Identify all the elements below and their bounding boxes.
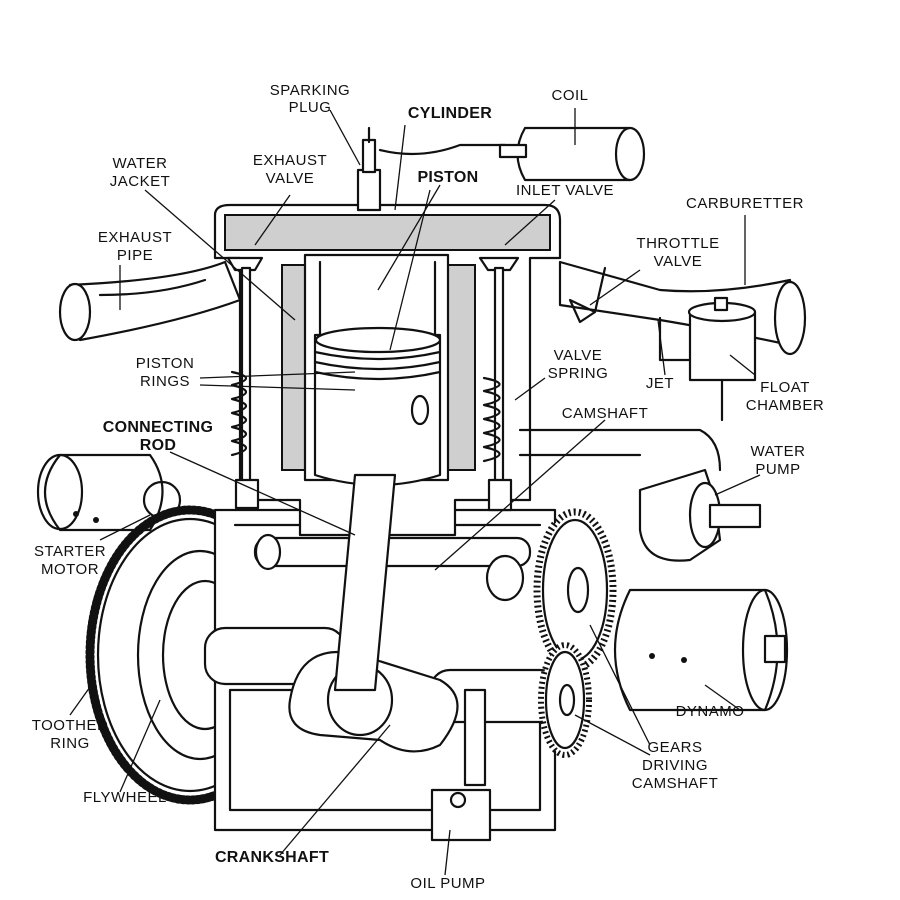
label-starter-motor-line2: MOTOR [41, 561, 99, 578]
sparking-plug [356, 126, 507, 212]
label-oil-pump: OIL PUMP [410, 875, 485, 892]
coil [498, 126, 646, 182]
label-sparking-plug-line2: PLUG [289, 99, 332, 116]
label-toothed-ring-line1: TOOTHED [32, 717, 109, 734]
label-throttle-valve-line1: THROTTLE [636, 235, 719, 252]
label-sparking-plug-line1: SPARKING [270, 82, 350, 99]
label-exhaust-pipe-line1: EXHAUST [98, 229, 172, 246]
label-camshaft: CAMSHAFT [562, 405, 649, 422]
oil-pump [430, 688, 492, 842]
labels: SPARKING PLUG CYLINDER COIL WATER JACKET… [32, 82, 825, 892]
exhaust-pipe [58, 260, 242, 342]
label-valve-spring-line1: VALVE [554, 347, 603, 364]
carburetter [558, 260, 807, 422]
water-pump [518, 428, 762, 562]
label-water-jacket-line2: JACKET [110, 173, 171, 190]
label-connecting-rod-line1: CONNECTING [103, 419, 214, 436]
label-exhaust-valve-line2: VALVE [266, 170, 315, 187]
label-coil: COIL [551, 87, 588, 104]
label-piston-rings-line2: RINGS [140, 373, 190, 390]
starter-motor [36, 453, 182, 532]
camshaft-gears [533, 508, 617, 758]
label-exhaust-pipe-line2: PIPE [117, 247, 153, 264]
label-toothed-ring-line2: RING [50, 735, 90, 752]
label-inlet-valve: INLET VALVE [516, 182, 614, 199]
dynamo [613, 588, 789, 712]
label-dynamo: DYNAMO [676, 703, 745, 720]
label-gears-line2: DRIVING [642, 757, 708, 774]
label-crankshaft: CRANKSHAFT [215, 849, 329, 866]
label-float-chamber-line1: FLOAT [760, 379, 810, 396]
camshaft [253, 533, 532, 602]
exhaust-valve-assembly [226, 256, 264, 510]
label-carburetter: CARBURETTER [686, 195, 804, 212]
label-cylinder: CYLINDER [408, 105, 492, 122]
label-piston: PISTON [417, 169, 478, 186]
label-gears-line3: CAMSHAFT [632, 775, 719, 792]
label-jet: JET [646, 375, 674, 392]
label-valve-spring-line2: SPRING [548, 365, 609, 382]
label-starter-motor-line1: STARTER [34, 543, 106, 560]
label-water-pump-line1: WATER [751, 443, 806, 460]
label-exhaust-valve-line1: EXHAUST [253, 152, 327, 169]
label-flywheel: FLYWHEEL [83, 789, 167, 806]
label-water-pump-line2: PUMP [755, 461, 800, 478]
connecting-rod [333, 473, 397, 692]
piston [313, 326, 442, 487]
label-connecting-rod-line2: ROD [140, 437, 176, 454]
label-water-jacket-line1: WATER [113, 155, 168, 172]
label-throttle-valve-line2: VALVE [654, 253, 703, 270]
label-float-chamber-line2: CHAMBER [746, 397, 825, 414]
pointer-lines [69, 108, 761, 876]
label-piston-rings-line1: PISTON [136, 355, 195, 372]
inlet-valve-assembly [478, 256, 520, 512]
label-gears-line1: GEARS [647, 739, 702, 756]
